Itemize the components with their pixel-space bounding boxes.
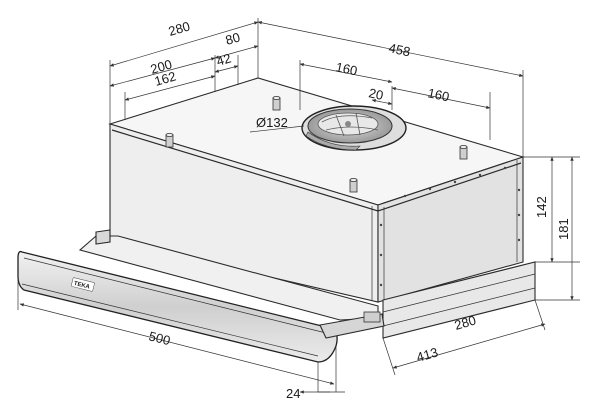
- dim-depth-right: 280: [453, 312, 478, 332]
- side-screws: [379, 166, 521, 287]
- dim-width-total: 458: [387, 40, 411, 59]
- dim-offset-42: 42: [215, 50, 233, 68]
- brand-logo-text: TEKA: [73, 281, 91, 291]
- dim-front-depth: 24: [286, 386, 300, 401]
- mounting-bolt-2: [165, 132, 174, 148]
- dim-offset-162: 162: [153, 68, 178, 88]
- dim-outlet-diameter: Ø132: [256, 115, 288, 130]
- exhaust-outlet: [301, 105, 407, 151]
- dim-front-width: 500: [147, 328, 172, 348]
- mounting-bolt-1: [272, 96, 281, 111]
- hood-right-face: [377, 156, 524, 303]
- dimension-labels: 280 458 80 200 42 162 160 20 160 Ø132 14…: [147, 18, 571, 401]
- dim-offset-200: 200: [149, 56, 174, 76]
- dim-height-body: 142: [534, 196, 549, 218]
- mounting-bolt-3: [459, 144, 468, 160]
- dim-height-total: 181: [556, 218, 571, 240]
- dim-offset-80: 80: [224, 29, 242, 47]
- dim-outlet-left: 160: [334, 59, 358, 78]
- dimension-lines: [17, 18, 580, 394]
- brand-logo: TEKA: [71, 277, 95, 292]
- dim-depth-top: 280: [167, 18, 192, 38]
- dim-bottom-width: 413: [415, 344, 440, 364]
- dim-outlet-offset: 20: [367, 85, 384, 103]
- dim-outlet-right: 160: [426, 85, 450, 104]
- mounting-bolt-4: [349, 177, 358, 193]
